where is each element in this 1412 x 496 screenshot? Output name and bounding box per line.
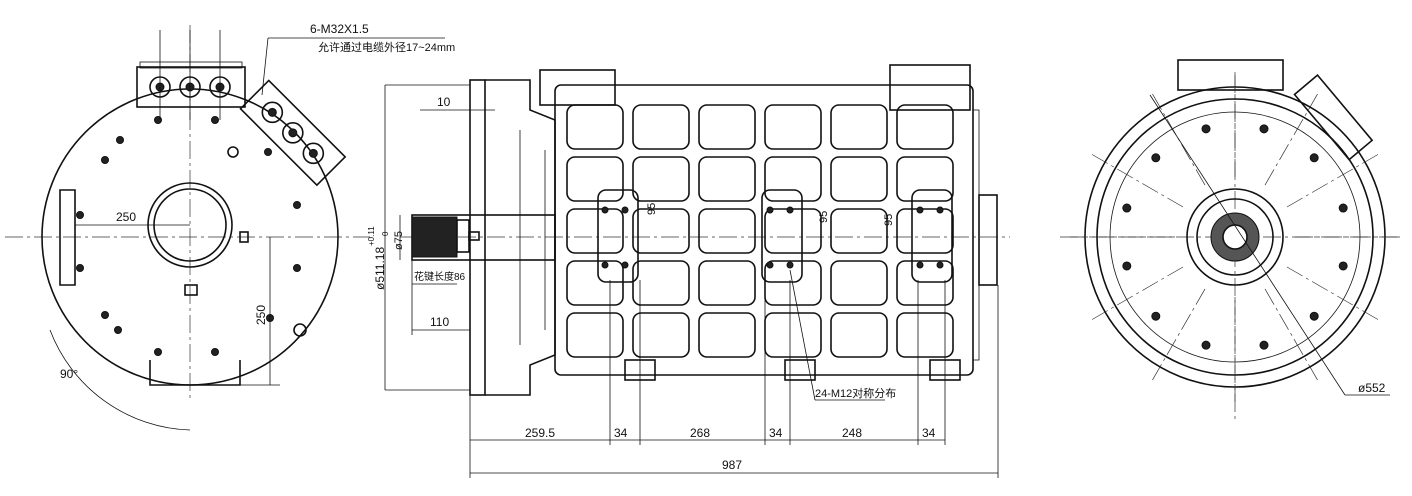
rear-bolt-hole [1309,153,1319,163]
cooling-fin-cell [566,104,624,150]
dim-248: 248 [842,426,862,440]
rear-bolt-hole [1338,261,1348,271]
rear-bolt-hole [1122,261,1132,271]
cooling-fin-cell [698,260,756,306]
rear-center-line [1286,154,1379,208]
shaft-dia: ø75 [393,231,405,250]
cooling-fin-cell [896,260,954,306]
rear-center-line [1152,288,1206,381]
cooling-fin-cell [566,312,624,358]
cooling-fin-cell [830,208,888,254]
flange-thickness: 10 [437,95,451,109]
dim-268: 268 [690,426,710,440]
dim-34-2: 34 [769,426,783,440]
terminal-box-side [239,79,347,187]
dim-95-3: 95 [883,214,895,226]
cooling-fin-cell [764,312,822,358]
cooling-fin-cell [896,208,954,254]
angle-90: 90° [60,367,78,381]
rear-center-line [1091,266,1184,320]
rear-center-line [1264,93,1318,186]
cooling-fin-cell [896,156,954,202]
rear-center-line [1264,288,1318,381]
dim-34-3: 34 [922,426,936,440]
cooling-fin-cell [764,260,822,306]
cooling-fin-cell [830,156,888,202]
mount-holes-spec: 24-M12对称分布 [815,386,896,400]
rear-dia: ø552 [1358,381,1386,395]
cooling-fin-cell [698,312,756,358]
cooling-fin-cell [566,208,624,254]
rear-bolt-hole [1259,340,1269,350]
rear-bolt-hole [1122,203,1132,213]
cooling-fin-cell [830,104,888,150]
side-view: 95 95 95 ø511.18 +0.11 0 ø75 10 花键长度86 1… [367,64,1010,478]
spline-length: 花键长度86 [414,270,466,283]
cooling-fin-cell [632,260,690,306]
shaft-length: 110 [430,315,449,329]
cooling-fin-cell [632,312,690,358]
cooling-fin-cell [896,104,954,150]
terminal-box-top [136,30,246,120]
cooling-fin-grid [566,104,954,358]
dim-95-1: 95 [646,203,658,215]
rear-bolt-hole [1151,153,1161,163]
cooling-fin-cell [698,156,756,202]
cooling-fin-cell [830,312,888,358]
cooling-fin-cell [632,104,690,150]
dim-34-1: 34 [614,426,628,440]
rear-center-line [1091,154,1184,208]
cooling-fin-cell [698,208,756,254]
rear-bolt-hole [1201,124,1211,134]
rear-view: ø552 [1060,59,1400,420]
rear-hub [1186,188,1284,286]
rear-bolt-hole [1151,311,1161,321]
cooling-fin-cell [566,156,624,202]
flange [469,79,486,396]
rear-bolt-holes [1070,72,1400,402]
cooling-fin-cell [764,208,822,254]
dim-250-horizontal: 250 [116,210,136,224]
cooling-fin-cell [632,156,690,202]
rear-bolt-hole [1201,340,1211,350]
shaft [411,214,556,261]
flange-tol-lower: 0 [381,231,390,236]
cooling-fin-cell [764,104,822,150]
cable-gland-spec: 6-M32X1.5 [310,22,369,36]
rear-bolt-hole [1259,124,1269,134]
cooling-fin-cell [698,104,756,150]
rear-bolt-hole [1338,203,1348,213]
front-view: 6-M32X1.5 允许通过电缆外径17~24mm 250 250 90° [5,22,455,431]
cooling-fin-cell [632,208,690,254]
dim-259-5: 259.5 [525,426,555,440]
cooling-fin-cell [896,312,954,358]
cooling-fin-cell [830,260,888,306]
cable-gland-note: 允许通过电缆外径17~24mm [318,40,455,54]
dim-95-2: 95 [818,211,830,223]
front-bolt-holes [76,116,307,356]
cooling-fin-cell [566,260,624,306]
rear-center-line [1286,266,1379,320]
flange-tol-upper: +0.11 [367,226,376,246]
rear-bolt-hole [1309,311,1319,321]
mounting-pads [597,189,953,283]
dim-250-vertical: 250 [254,305,268,325]
dim-987: 987 [722,458,742,472]
motor-body [554,84,974,376]
bottom-dimensions: 259.5 34 268 34 248 34 987 [469,280,999,478]
cooling-fin-cell [764,156,822,202]
flange-dia: ø511.18 [373,247,387,290]
